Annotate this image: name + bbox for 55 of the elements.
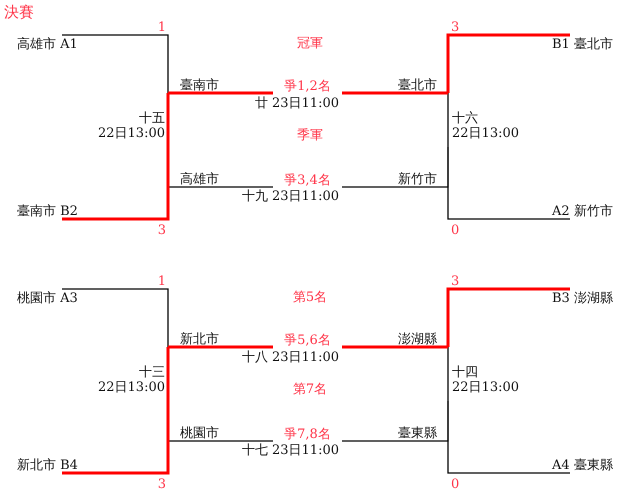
bracket-line: [62, 34, 169, 93]
bracket-line: [446, 34, 570, 93]
team-label: 高雄市 A1: [17, 35, 78, 52]
edge-label: 臺東縣: [398, 426, 437, 441]
score-label: 0: [451, 223, 460, 238]
match-info: 十六 22日13:00: [448, 93, 520, 147]
match-title: 爭1,2名: [273, 79, 342, 94]
team-label: A2 新竹市: [552, 204, 613, 219]
edge-label: 高雄市: [180, 172, 219, 187]
edge-label: 新竹市: [398, 172, 437, 187]
bracket-line: [342, 401, 449, 442]
match-time: 十七 23日11:00: [242, 443, 339, 458]
edge-label: 新北市: [180, 332, 219, 347]
bracket-line: [447, 93, 570, 220]
score-label: 1: [158, 20, 166, 35]
match-info: 十三 22日13:00: [98, 347, 168, 401]
team-label: A4 臺東縣: [552, 458, 613, 473]
title: 決賽: [4, 3, 34, 21]
score-label: 3: [451, 274, 460, 289]
bracket-line: [168, 346, 273, 348]
edge-label: 臺南市: [180, 78, 219, 93]
bracket-line: [62, 347, 170, 474]
bracket-line: [62, 93, 170, 220]
score-label: 3: [451, 20, 460, 35]
match-time: 十九 23日11:00: [242, 189, 339, 204]
bracket-line: [447, 347, 570, 474]
place-heading: 第5名: [292, 290, 328, 305]
match-time: 十八 23日11:00: [242, 350, 339, 365]
score-label: 3: [158, 223, 166, 238]
bracket-line: [342, 92, 448, 94]
match-title: 爭5,6名: [273, 333, 342, 348]
score-label: 0: [451, 477, 460, 492]
match-title: 爭7,8名: [273, 427, 342, 442]
bracket-line: [342, 346, 448, 348]
place-heading: 第7名: [292, 382, 328, 397]
match-time: 廿 23日11:00: [254, 96, 339, 111]
score-label: 1: [158, 274, 166, 289]
bracket-line: [62, 288, 169, 347]
match-info: 十四 22日13:00: [448, 347, 520, 401]
edge-label: 澎湖縣: [398, 332, 437, 347]
edge-label: 臺北市: [398, 78, 437, 93]
match-title: 爭3,4名: [273, 173, 342, 188]
match-info: 十五 22日13:00: [98, 93, 168, 147]
team-label: B1 臺北市: [552, 35, 613, 52]
bracket-line: [446, 288, 570, 347]
team-label: 新北市 B4: [17, 458, 78, 473]
place-heading: 季軍: [297, 128, 323, 143]
score-label: 3: [158, 477, 166, 492]
place-heading: 冠軍: [297, 36, 323, 51]
bracket-line: [342, 147, 449, 188]
bracket-line: [168, 92, 273, 94]
team-label: 臺南市 B2: [17, 204, 78, 219]
team-label: B3 澎湖縣: [552, 289, 613, 306]
edge-label: 桃園市: [180, 426, 219, 441]
team-label: 桃園市 A3: [17, 289, 78, 306]
